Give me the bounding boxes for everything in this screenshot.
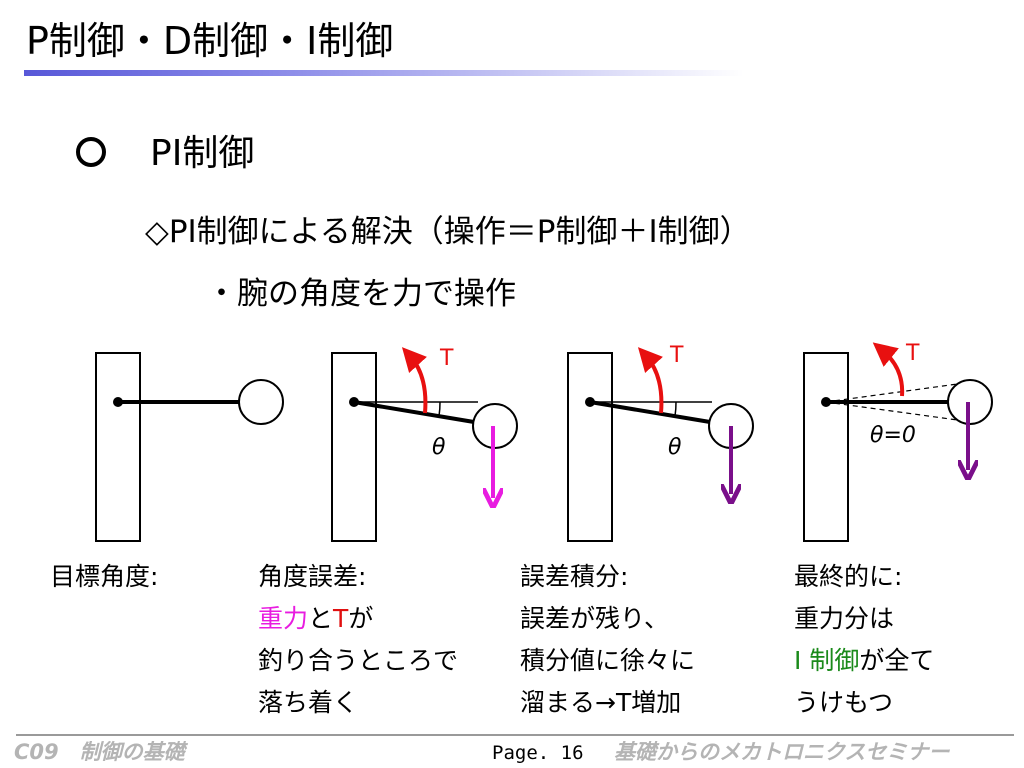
footer-chapter: C09 制御の基礎: [14, 740, 185, 764]
torque-arrow: [637, 347, 664, 414]
caption-line: うけもつ: [794, 688, 894, 717]
caption-line: 誤差が残り、: [520, 604, 670, 633]
sub-heading: ◇PI制御による解決（操作＝P制御＋I制御）: [145, 214, 751, 250]
gravity-text: 重力: [258, 604, 309, 633]
caption-line: 重力分は: [794, 604, 895, 633]
panel-angle-error: T θ: [331, 346, 518, 542]
footer-page-number: Page. 16: [492, 742, 584, 764]
arm: [353, 400, 475, 424]
torque-label: T: [439, 346, 454, 371]
caption-final: 最終的に: 重力分は I 制御が全て うけもつ: [794, 556, 934, 724]
pivot: [585, 397, 595, 407]
bullet-point: ・腕の角度を力で操作: [206, 276, 516, 312]
panel-error-integral: T θ: [567, 343, 754, 542]
caption-heading: 誤差積分:: [520, 562, 629, 591]
torque-label: T: [905, 341, 920, 366]
angle-label: θ: [668, 435, 682, 460]
caption-text: が全て: [859, 646, 935, 675]
footer-divider: [16, 734, 1014, 736]
section-heading-text: PI制御: [150, 133, 255, 174]
pivot: [349, 397, 359, 407]
caption-line: 積分値に徐々に: [520, 646, 696, 675]
caption-target-angle: 目標角度:: [50, 556, 158, 598]
reference-dashed-upper: [825, 381, 973, 403]
wall: [331, 352, 377, 542]
slide-title: P制御・D制御・I制御: [26, 19, 394, 63]
caption-line: 重力とTが: [258, 598, 458, 640]
caption-angle-error: 角度誤差: 重力とTが 釣り合うところで 落ち着く: [258, 556, 458, 724]
pivot: [821, 397, 831, 407]
title-underline: [24, 70, 744, 76]
caption-error-integral: 誤差積分: 誤差が残り、 積分値に徐々に 溜まる→T増加: [520, 556, 695, 724]
wall: [567, 352, 613, 542]
torque-arrow: [401, 347, 428, 414]
wall: [803, 352, 849, 542]
angle-zero-label: θ=0: [870, 423, 916, 448]
panel-target-angle: [95, 352, 284, 542]
caption-text: が: [348, 604, 374, 633]
i-control-text: I 制御: [794, 646, 860, 675]
arm-diagram: T θ T θ T θ=0: [95, 341, 993, 542]
caption-heading: 角度誤差:: [258, 562, 367, 591]
angle-label: θ: [432, 435, 446, 460]
caption-line: 落ち着く: [258, 688, 359, 717]
caption-line: 溜まる→T増加: [520, 688, 682, 717]
caption-heading: 目標角度:: [50, 562, 159, 591]
circle-bullet-icon: [76, 137, 106, 167]
angle-arc: [674, 401, 677, 417]
pivot: [113, 397, 123, 407]
wall: [95, 352, 141, 542]
reference-dashed-lower: [825, 401, 973, 423]
torque-arrow: [872, 342, 905, 397]
arm: [589, 400, 711, 424]
footer-seminar-name: 基礎からのメカトロニクスセミナー: [614, 740, 950, 764]
torque-text: T: [333, 604, 349, 633]
caption-heading: 最終的に:: [794, 562, 903, 591]
weight: [238, 379, 284, 425]
torque-label: T: [669, 343, 684, 368]
angle-arc: [438, 401, 441, 417]
panel-final: T θ=0: [803, 341, 993, 542]
caption-line: 釣り合うところで: [258, 646, 459, 675]
caption-text: と: [308, 604, 334, 633]
caption-line: I 制御が全て: [794, 640, 934, 682]
